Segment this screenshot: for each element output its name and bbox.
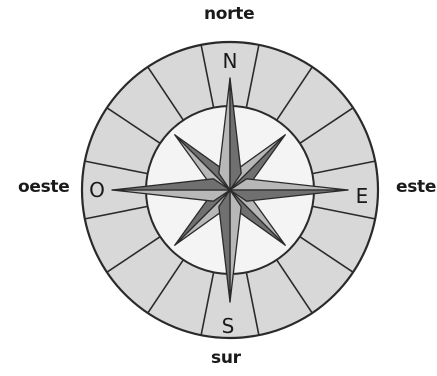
cardinal-letter-east: E — [356, 184, 369, 208]
cardinal-letter-west: O — [89, 178, 105, 202]
cardinal-letter-north: N — [223, 49, 238, 73]
cardinal-letter-south: S — [222, 314, 235, 338]
